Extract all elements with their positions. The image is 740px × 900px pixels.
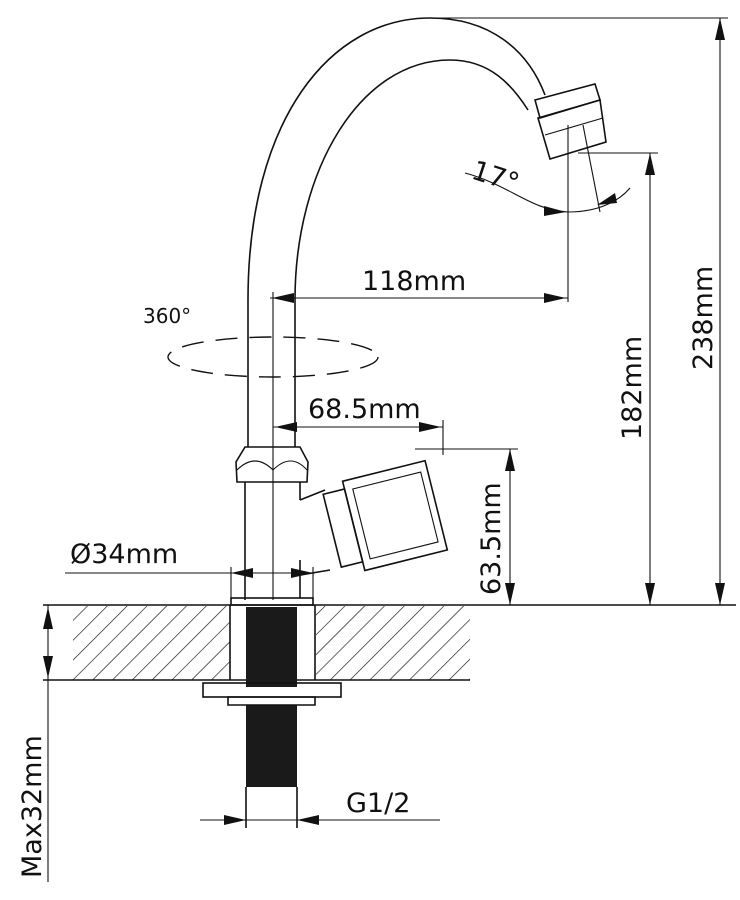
dim-spout-reach: 118mm: [270, 125, 569, 303]
svg-text:63.5mm: 63.5mm: [476, 482, 507, 595]
thread-rod: [202, 607, 342, 828]
dim-handle-reach: 68.5mm: [273, 394, 444, 455]
handle: [322, 459, 449, 572]
dim-handle-height: 63.5mm: [415, 448, 518, 605]
svg-text:17°: 17°: [468, 155, 523, 199]
dim-thread: G1/2: [200, 788, 440, 825]
svg-text:G1/2: G1/2: [346, 788, 410, 819]
svg-text:68.5mm: 68.5mm: [308, 394, 421, 425]
rotation-ellipse: [167, 336, 379, 378]
dim-total-height: 238mm: [430, 17, 728, 605]
dim-base-diameter: Ø34mm: [65, 539, 315, 600]
faucet-body: [230, 446, 331, 606]
dim-spout-height: 182mm: [578, 152, 658, 605]
svg-text:182mm: 182mm: [617, 336, 648, 440]
svg-text:Ø34mm: Ø34mm: [70, 539, 178, 570]
countertop: [43, 604, 736, 681]
svg-text:Max32mm: Max32mm: [17, 735, 48, 878]
dim-max-countertop: Max32mm: [17, 605, 53, 882]
rotation-label: 360°: [143, 304, 191, 328]
spout: [247, 17, 607, 447]
svg-text:118mm: 118mm: [362, 266, 466, 297]
svg-text:238mm: 238mm: [688, 266, 719, 370]
